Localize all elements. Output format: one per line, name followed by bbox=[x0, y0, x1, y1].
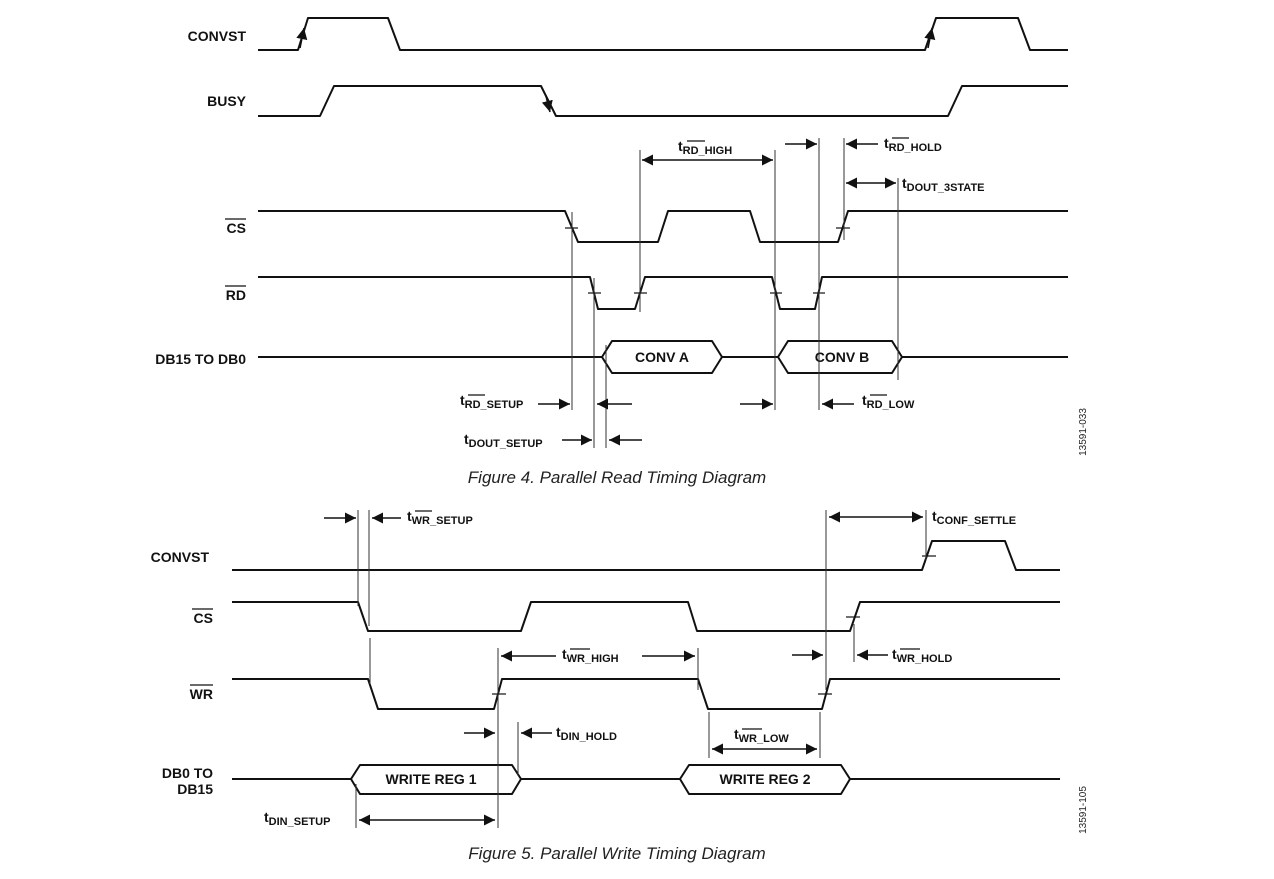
signal-label-db15-db0: DB15 TO DB0 bbox=[155, 351, 246, 367]
svg-text:tDOUT_3STATE: tDOUT_3STATE bbox=[902, 175, 985, 194]
signal-label-db0-line2: DB15 bbox=[177, 781, 213, 797]
figure-5-code: 13591-105 bbox=[1078, 786, 1089, 834]
timing-label-dout-3state: tDOUT_3STATE bbox=[902, 175, 985, 194]
svg-text:tCONF_SETTLE: tCONF_SETTLE bbox=[932, 508, 1016, 527]
timing-label-rd-high: tRD_HIGH bbox=[678, 138, 732, 157]
timing-label-din-setup: tDIN_SETUP bbox=[264, 809, 330, 828]
timing-label-wr-setup: tWR_SETUP bbox=[407, 508, 473, 527]
figure-4-code: 13591-033 bbox=[1078, 408, 1089, 456]
svg-text:tDIN_HOLD: tDIN_HOLD bbox=[556, 724, 617, 743]
waveform-busy bbox=[258, 85, 1068, 117]
timing-label-wr-low: tWR_LOW bbox=[734, 726, 789, 745]
waveform-cs-read bbox=[258, 210, 1068, 243]
svg-text:tRD_HOLD: tRD_HOLD bbox=[884, 135, 942, 154]
svg-text:tWR_HIGH: tWR_HIGH bbox=[562, 646, 619, 665]
signal-label-convst-write: CONVST bbox=[151, 549, 210, 565]
svg-text:tDOUT_SETUP: tDOUT_SETUP bbox=[464, 431, 543, 450]
signal-label-rd: RD bbox=[226, 287, 246, 303]
signal-label-wr: WR bbox=[190, 686, 213, 702]
timing-label-wr-high: tWR_HIGH bbox=[562, 646, 619, 665]
signal-label-db0-line1: DB0 TO bbox=[162, 765, 213, 781]
bus-value-write-reg-2: WRITE REG 2 bbox=[719, 771, 810, 787]
figure-4-caption: Figure 4. Parallel Read Timing Diagram bbox=[468, 468, 766, 487]
timing-label-rd-low: tRD_LOW bbox=[862, 392, 915, 411]
waveform-cs-write bbox=[232, 601, 1060, 632]
svg-text:tWR_SETUP: tWR_SETUP bbox=[407, 508, 473, 527]
signal-label-busy: BUSY bbox=[207, 93, 247, 109]
timing-label-din-hold: tDIN_HOLD bbox=[556, 724, 617, 743]
label-backdrop-wr-high bbox=[556, 645, 642, 665]
svg-text:tDIN_SETUP: tDIN_SETUP bbox=[264, 809, 330, 828]
figure-4-read-timing: CONVST BUSY CS RD DB15 TO DB0 CONV A CON… bbox=[155, 17, 1089, 487]
signal-label-cs-write: CS bbox=[194, 610, 213, 626]
waveform-rd bbox=[258, 276, 1068, 310]
figure-5-write-timing: CONVST CS WR DB0 TO DB15 WRITE REG 1 WRI… bbox=[151, 508, 1089, 863]
svg-text:tRD_HIGH: tRD_HIGH bbox=[678, 138, 732, 157]
timing-label-dout-setup: tDOUT_SETUP bbox=[464, 431, 543, 450]
timing-label-rd-hold: tRD_HOLD bbox=[884, 135, 942, 154]
timing-label-rd-setup: tRD_SETUP bbox=[460, 392, 523, 411]
svg-text:tWR_HOLD: tWR_HOLD bbox=[892, 646, 952, 665]
svg-text:tRD_SETUP: tRD_SETUP bbox=[460, 392, 523, 411]
svg-text:tWR_LOW: tWR_LOW bbox=[734, 726, 789, 745]
bus-value-write-reg-1: WRITE REG 1 bbox=[385, 771, 476, 787]
signal-label-cs: CS bbox=[227, 220, 246, 236]
bus-value-conv-a: CONV A bbox=[635, 349, 689, 365]
edge-arrow-convst-2 bbox=[924, 27, 936, 49]
figure-5-caption: Figure 5. Parallel Write Timing Diagram bbox=[468, 844, 765, 863]
waveform-convst-write bbox=[232, 540, 1060, 571]
waveform-wr bbox=[232, 678, 1060, 710]
bus-value-conv-b: CONV B bbox=[815, 349, 869, 365]
svg-text:tRD_LOW: tRD_LOW bbox=[862, 392, 915, 411]
timing-label-conf-settle: tCONF_SETTLE bbox=[932, 508, 1016, 527]
waveform-convst-read bbox=[258, 17, 1068, 51]
timing-label-wr-hold: tWR_HOLD bbox=[892, 646, 952, 665]
edge-arrow-convst-1 bbox=[296, 27, 308, 49]
edge-arrow-busy-fall bbox=[541, 95, 553, 113]
signal-label-convst: CONVST bbox=[188, 28, 247, 44]
